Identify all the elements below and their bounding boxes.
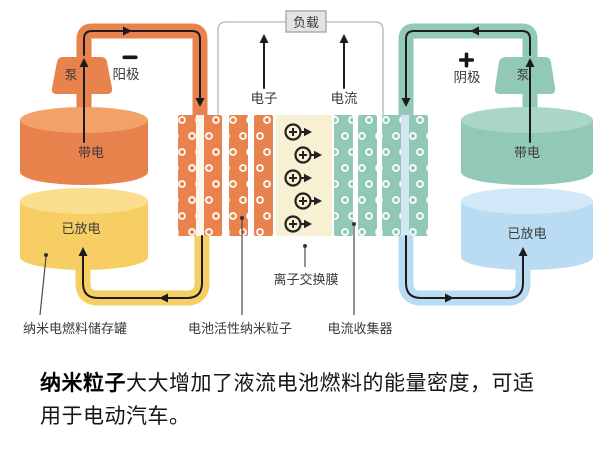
left-discharged-tank	[20, 188, 148, 270]
right-pump-label: 泵	[517, 68, 530, 82]
left-pump-icon	[51, 57, 113, 94]
right-discharged-label: 已放电	[507, 226, 546, 241]
tank-caption-label: 纳米电燃料储存罐	[23, 321, 127, 336]
load-label: 负载	[293, 15, 319, 30]
circuit-wires	[217, 21, 384, 115]
flow-arrows	[82, 30, 531, 299]
nanoparticle-label: 电池活性纳米粒子	[188, 321, 292, 336]
right-flow-channel	[401, 115, 409, 236]
right-pump-icon	[494, 57, 556, 94]
caption-text: 大大增加了液流电池燃料的能量密度，可适用于电动汽车。	[40, 372, 535, 429]
left-charged-label: 带电	[78, 145, 104, 160]
right-charged-label: 带电	[514, 145, 540, 160]
left-pump-label: 泵	[65, 68, 78, 82]
anode-label: 阳极	[113, 67, 140, 82]
right-discharged-tank	[461, 188, 593, 270]
electron-label: 电子	[251, 91, 278, 106]
current-label: 电流	[331, 91, 358, 106]
cathode-plus-icon	[459, 52, 474, 68]
caption-bold-term: 纳米粒子	[40, 372, 126, 395]
collector-label: 电流收集器	[327, 321, 392, 336]
cathode-label: 阴极	[454, 70, 481, 85]
positive-ion-icons	[284, 123, 322, 233]
cell-stack	[178, 115, 428, 236]
membrane-label: 离子交换膜	[273, 272, 338, 287]
leader-lines	[39, 216, 356, 316]
anode-minus-icon	[122, 55, 138, 60]
arrowheads	[78, 26, 535, 303]
load-box: 负载	[285, 10, 327, 33]
right-charged-tank	[461, 107, 593, 185]
figure-caption: 纳米粒子大大增加了液流电池燃料的能量密度，可适用于电动汽车。	[40, 367, 545, 433]
left-flow-channel	[196, 115, 204, 236]
left-discharged-label: 已放电	[61, 221, 100, 236]
flow-battery-diagram: 负载	[20, 10, 593, 336]
